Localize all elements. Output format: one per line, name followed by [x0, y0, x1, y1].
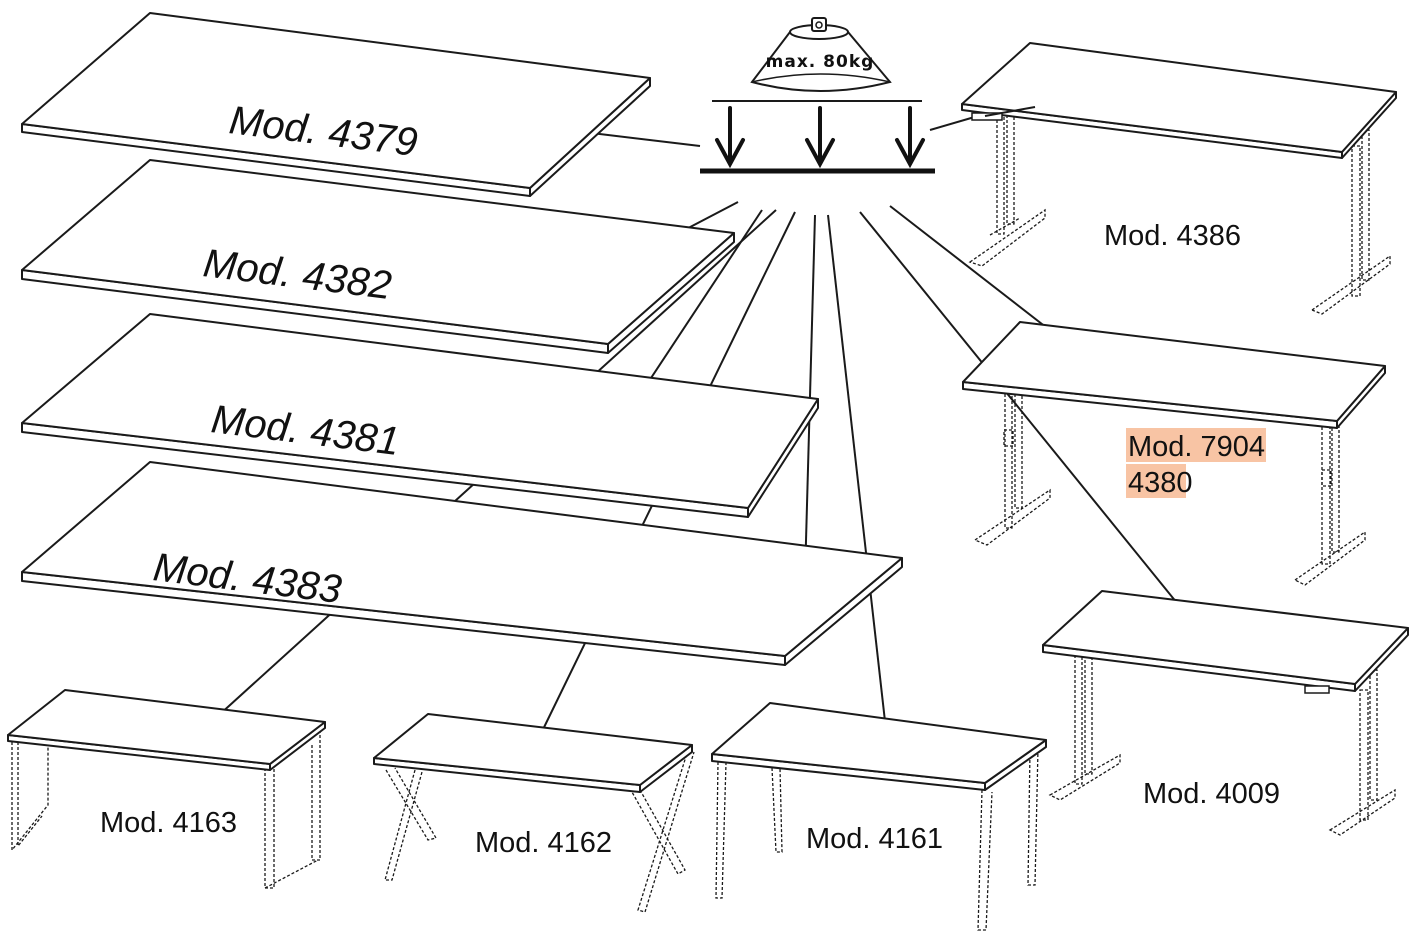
connector-4009	[859, 211, 1208, 641]
desk-label: Mod. 4162	[475, 827, 612, 859]
load-indicator: max. 80kg	[700, 17, 935, 174]
desk-label: Mod. 4386	[1104, 220, 1241, 252]
tabletop-4379: Mod. 4379	[21, 12, 651, 197]
arrow-down-icon	[805, 106, 835, 169]
highlight-box	[1126, 428, 1266, 462]
arrow-down-icon	[895, 106, 925, 169]
control-panel-icon	[1304, 685, 1330, 694]
tabletop-4381: Mod. 4381	[21, 313, 819, 518]
connector-4383	[804, 214, 816, 578]
desk-label: Mod. 7904	[1128, 431, 1265, 463]
connector-4161	[827, 214, 889, 749]
desk-label: Mod. 4009	[1143, 778, 1280, 810]
tabletop-4382: Mod. 4382	[21, 159, 735, 354]
desk-4162: Mod. 4162	[373, 713, 695, 913]
desk-4163: Mod. 4163	[7, 689, 326, 889]
tabletop-4383: Mod. 4383	[21, 461, 903, 666]
desk-label: Mod. 4163	[100, 807, 237, 839]
desk-7904: Mod. 7904 4380	[962, 321, 1386, 586]
highlight-box	[1126, 464, 1186, 498]
desk-4009: Mod. 4009	[1042, 590, 1409, 836]
connector-4386	[929, 115, 979, 131]
desk-label: Mod. 4161	[806, 823, 943, 855]
weight-label: max. 80kg	[766, 52, 875, 72]
desk-label-alt: 4380	[1128, 467, 1193, 499]
desk-4386: Mod. 4386	[961, 42, 1397, 315]
arrow-down-icon	[715, 106, 745, 169]
weight-icon: max. 80kg	[750, 17, 892, 92]
desk-4161: Mod. 4161	[711, 702, 1047, 931]
